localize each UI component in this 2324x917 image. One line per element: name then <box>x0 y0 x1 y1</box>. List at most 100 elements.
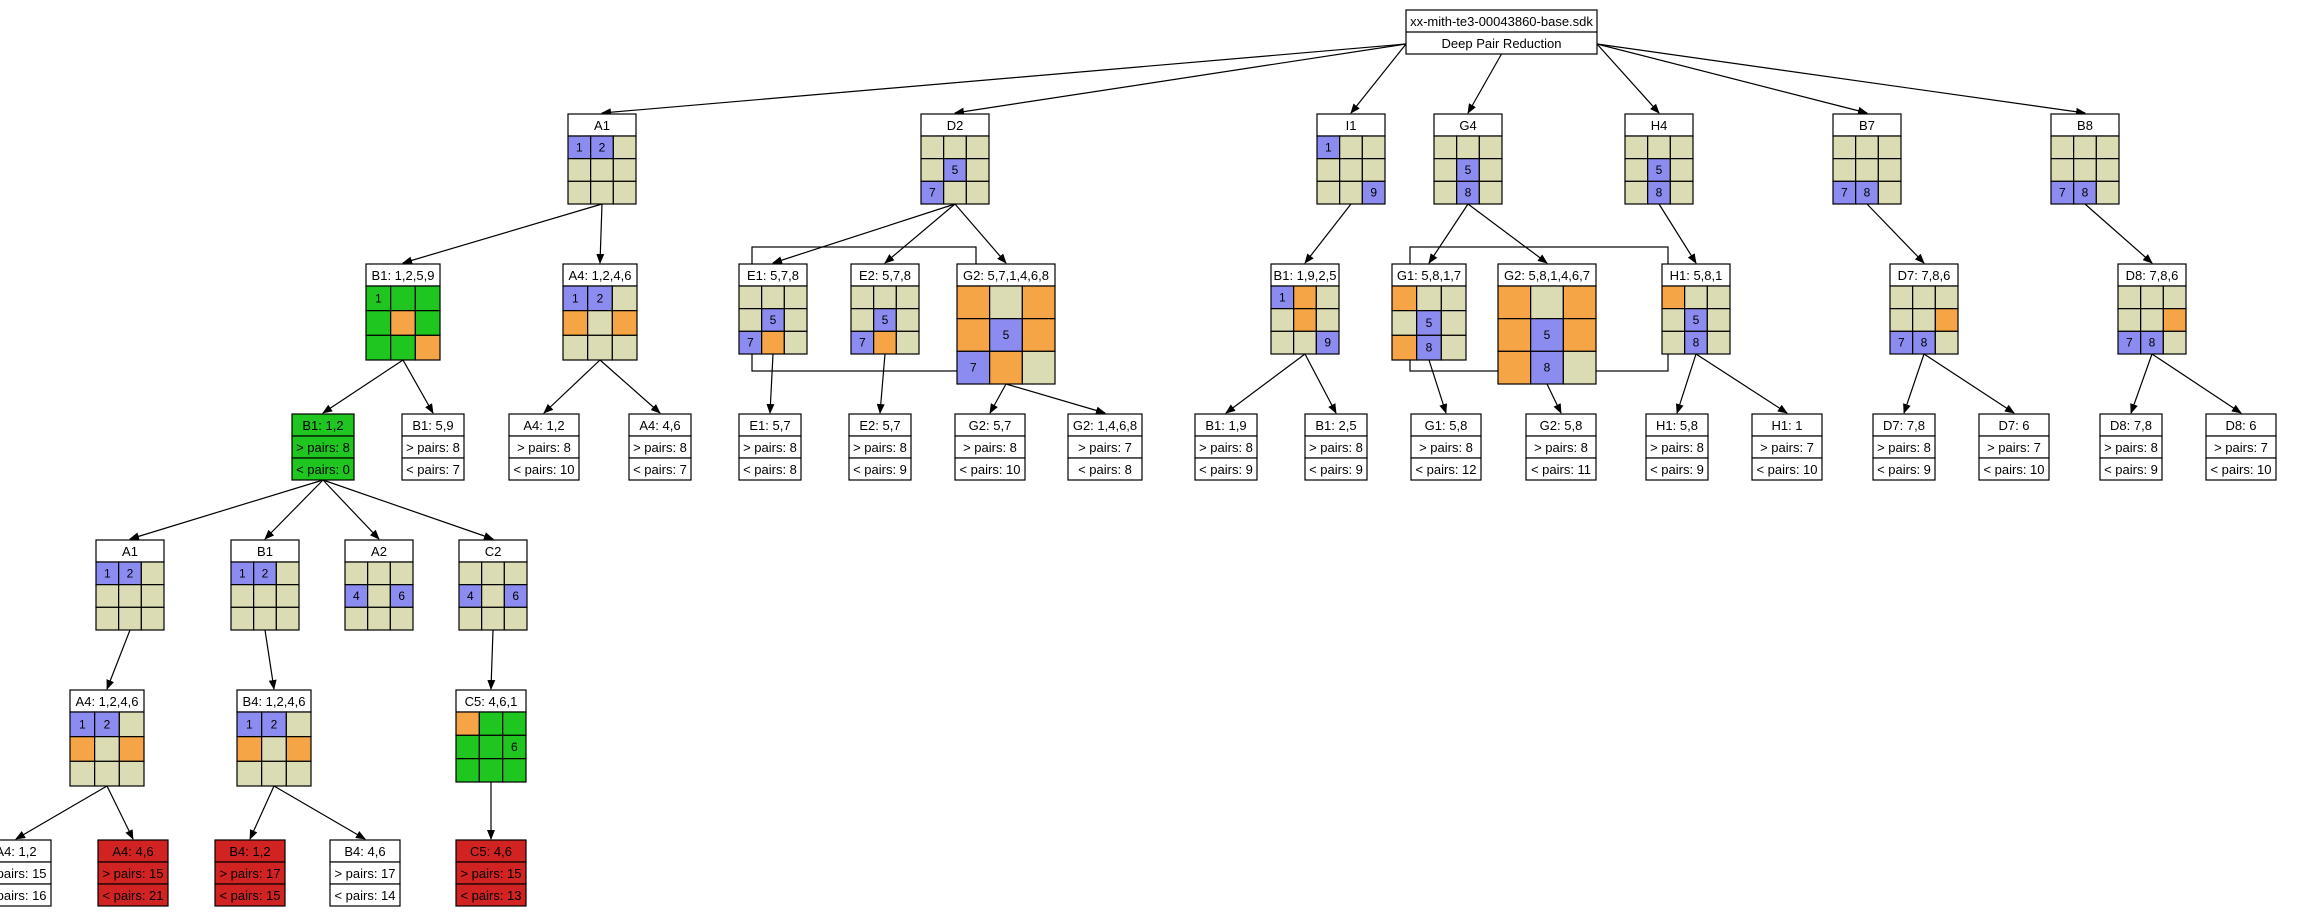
record-node-lt-pairs: < pairs: 10 <box>1756 462 1817 477</box>
grid-node-b7: B7 7 8 <box>1832 113 1902 205</box>
grid-cell <box>390 334 416 361</box>
record-node-gt-pairs: > pairs: 8 <box>1309 440 1363 455</box>
record-node-label: G2: 5,8 <box>1540 418 1583 433</box>
record-node-lt-pairs-cell <box>1410 457 1482 481</box>
edge-arrow <box>402 359 434 414</box>
grid-cell <box>1497 350 1532 385</box>
grid-cell <box>1877 135 1902 160</box>
grid-cell <box>611 334 638 361</box>
grid-node-b1b: B1: 1,9,2,519 <box>1270 263 1340 355</box>
grid-cell <box>873 285 897 310</box>
record-node-label: D7: 7,8 <box>1883 418 1925 433</box>
record-node-lt-pairs: < pairs: 11 <box>1531 462 1591 477</box>
record-node-lt-pairs-cell <box>1872 457 1936 481</box>
grid-cell <box>1912 308 1936 332</box>
grid-cell <box>2095 180 2120 205</box>
grid-cell <box>956 318 991 352</box>
grid-cell-digit: 2 <box>597 291 604 305</box>
grid-cell-digit: 2 <box>262 566 269 580</box>
record-node-gt-pairs: > pairs: 8 <box>963 440 1017 455</box>
grid-cell <box>1478 135 1503 160</box>
record-node-lt-pairs-cell <box>1194 457 1258 481</box>
grid-cell <box>943 180 967 205</box>
record-node-label: B1: 2,5 <box>1315 418 1356 433</box>
edge-arrow <box>1005 383 1106 415</box>
grid-cell <box>1855 135 1879 160</box>
grid-node-label: A4: 1,2,4,6 <box>569 268 632 283</box>
grid-cell <box>503 561 528 586</box>
grid-cell-digit: 5 <box>770 313 777 327</box>
grid-cell-digit: 1 <box>375 291 382 305</box>
grid-cell-digit: 8 <box>1864 186 1871 200</box>
record-node-gt-pairs: > pairs: 17 <box>334 866 395 881</box>
grid-node-label: B7 <box>1859 118 1875 133</box>
record-node-lt-pairs: < pairs: 10 <box>2210 462 2271 477</box>
record-node-label: G1: 5,8 <box>1425 418 1468 433</box>
grid-cell <box>414 334 441 361</box>
record-node-gt-pairs: > pairs: 8 <box>2104 440 2158 455</box>
grid-cell <box>1832 135 1857 160</box>
grid-cell <box>590 158 614 182</box>
grid-cell-digit: 5 <box>1426 316 1433 330</box>
grid-cell <box>367 606 391 631</box>
grid-cell-digit: 8 <box>1921 336 1928 350</box>
grid-cell <box>783 308 808 332</box>
grid-cell <box>2162 285 2187 310</box>
record-node-r-b4-46: B4: 4,6> pairs: 17< pairs: 14 <box>329 839 401 907</box>
grid-cell <box>1934 285 1959 310</box>
edge-arrow <box>106 785 134 840</box>
grid-cell <box>761 285 785 310</box>
grid-node-label: E2: 5,7,8 <box>859 268 911 283</box>
grid-cell <box>1391 334 1418 361</box>
record-node-gt-pairs: > pairs: 7 <box>1987 440 2041 455</box>
edge-arrow <box>599 359 661 414</box>
record-node-label: C5: 4,6 <box>470 844 512 859</box>
grid-node-label: I1 <box>1346 118 1357 133</box>
grid-cell <box>389 561 414 586</box>
record-node-r-a4-46b: A4: 4,6> pairs: 15< pairs: 21 <box>97 839 169 907</box>
grid-cell <box>118 584 142 608</box>
grid-cell <box>2117 285 2142 310</box>
grid-cell-digit: 8 <box>1544 361 1551 375</box>
grid-cell <box>1416 310 1442 336</box>
record-node-lt-pairs-cell <box>1978 457 2050 481</box>
grid-cell <box>261 736 287 762</box>
grid-cell <box>562 285 589 312</box>
grid-cell-digit: 5 <box>882 313 889 327</box>
grid-cell <box>1912 285 1936 310</box>
edge-arrow <box>543 359 601 414</box>
grid-cell <box>1391 310 1418 336</box>
grid-cell <box>1497 318 1532 352</box>
edge-arrow <box>1658 203 1697 264</box>
record-node-lt-pairs: < pairs: 10 <box>513 462 574 477</box>
grid-cell <box>414 310 441 336</box>
edge-arrow <box>322 359 404 414</box>
grid-cell <box>1478 158 1503 182</box>
record-node-lt-pairs: < pairs: 15 <box>219 888 280 903</box>
grid-node-e1: E1: 5,7,857 <box>738 263 808 355</box>
grid-node-label: C5: 4,6,1 <box>465 694 518 709</box>
edge-arrow <box>322 479 494 540</box>
record-node-r-b1-59: B1: 5,9> pairs: 8< pairs: 7 <box>401 413 465 481</box>
grid-cell <box>1624 158 1649 182</box>
grid-cell <box>1433 135 1458 160</box>
record-node-gt-pairs: > pairs: 7 <box>2214 440 2268 455</box>
record-node-r-h1-1: H1: 1> pairs: 7< pairs: 10 <box>1751 413 1823 481</box>
record-node-gt-pairs: > pairs: 8 <box>517 440 571 455</box>
grid-cell-digit: 5 <box>1003 328 1010 342</box>
grid-cell-digit: 1 <box>239 566 246 580</box>
grid-cell <box>1361 135 1386 160</box>
grid-cell <box>95 584 120 608</box>
grid-cell-digit: 7 <box>1841 186 1848 200</box>
grid-cell <box>236 736 263 762</box>
grid-cell <box>2095 158 2120 182</box>
record-node-lt-pairs: < pairs: 0 <box>296 462 350 477</box>
grid-cell <box>920 135 945 160</box>
record-node-lt-pairs: < pairs: 9 <box>1199 462 1253 477</box>
record-node-label: B1: 1,2 <box>302 418 343 433</box>
grid-cell-digit: 7 <box>859 336 866 350</box>
record-node-r-g2-57: G2: 5,7> pairs: 8< pairs: 10 <box>954 413 1026 481</box>
